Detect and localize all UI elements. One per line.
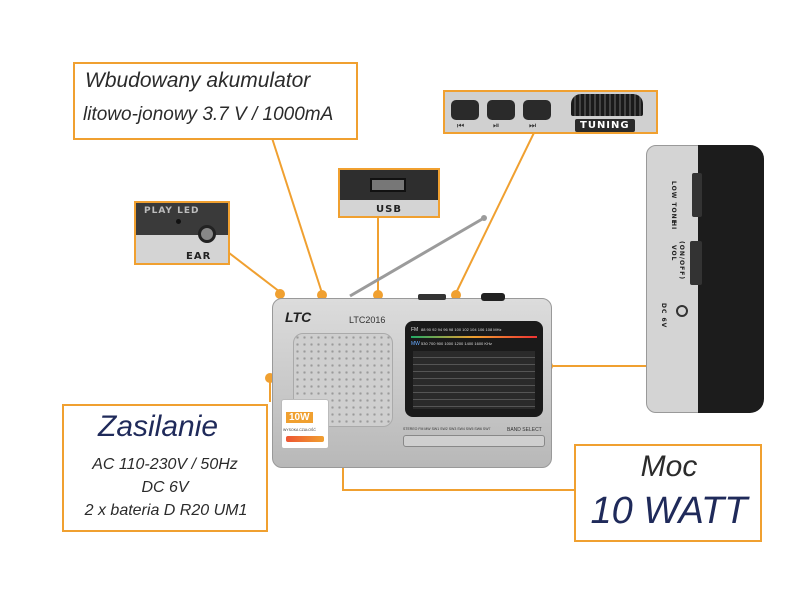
power-line1: AC 110-230V / 50Hz <box>92 456 238 473</box>
tuning-label: TUNING <box>575 119 635 132</box>
radio-body: LTC LTC2016 10W WYSOKA CZUŁOŚĆ FM 88 90 … <box>272 293 552 468</box>
volume-knob[interactable] <box>690 241 702 285</box>
top-knob <box>481 293 505 301</box>
battery-line2: litowo-jonowy 3.7 V / 1000mA <box>83 104 334 125</box>
brand-logo: LTC <box>285 309 312 325</box>
moc-value: 10 WATT <box>590 490 748 532</box>
battery-line1: Wbudowany akumulator <box>85 69 311 92</box>
power-line2: DC 6V <box>141 479 189 496</box>
speaker-grille <box>293 333 393 427</box>
next-icon: ⏭ <box>529 121 537 130</box>
vol-label: VOL <box>670 245 677 262</box>
prev-icon: ⏮ <box>457 121 465 130</box>
sw-scales <box>413 351 535 409</box>
power-callout: Zasilanie AC 110-230V / 50Hz DC 6V 2 x b… <box>62 404 268 532</box>
controls-detail: ⏮ ⏯ ⏭ TUNING <box>443 90 658 134</box>
usb-port-detail: USB <box>338 168 440 218</box>
tone-switch[interactable] <box>692 173 702 217</box>
power-output-callout: Moc 10 WATT <box>574 444 762 542</box>
play-button[interactable] <box>487 100 515 120</box>
mw-scale: 530 700 900 1000 1200 1400 1600 KHz <box>421 341 492 346</box>
band-select-slider[interactable] <box>403 435 545 447</box>
usb-label: USB <box>376 204 402 215</box>
prev-button[interactable] <box>451 100 479 120</box>
model-label: LTC2016 <box>349 315 386 325</box>
ear-jack-icon <box>198 225 216 243</box>
moc-title: Moc <box>640 450 698 483</box>
usb-port-icon <box>370 178 406 192</box>
ear-label: EAR <box>186 251 212 262</box>
mw-label: MW <box>411 341 420 347</box>
band-labels: STEREO FM MW SW1 SW2 SW3 SW4 SW5 SW6 SW7 <box>403 427 491 431</box>
play-led-label: PLAY LED <box>144 206 200 216</box>
band-select-label: BAND SELECT <box>507 427 542 433</box>
fm-label: FM <box>411 327 419 333</box>
play-pause-icon: ⏯ <box>493 121 500 130</box>
dc-jack-icon <box>676 305 688 317</box>
power-badge: 10W WYSOKA CZUŁOŚĆ <box>281 399 329 449</box>
play-led-indicator <box>176 219 181 224</box>
battery-callout: Wbudowany akumulator litowo-jonowy 3.7 V… <box>73 62 358 140</box>
dc6v-label: DC 6V <box>660 303 667 329</box>
fm-scale: 88 90 92 94 96 98 100 102 104 106 108 MH… <box>421 327 502 332</box>
ear-jack-detail: PLAY LED EAR <box>134 201 230 265</box>
next-button[interactable] <box>523 100 551 120</box>
tuning-dial: FM 88 90 92 94 96 98 100 102 104 106 108… <box>405 321 543 417</box>
power-line3: 2 x bateria D R20 UM1 <box>84 502 248 519</box>
badge-power-label: 10W <box>286 412 313 423</box>
low-tone-label: LOW TONE <box>670 181 677 225</box>
hi-label: HI <box>670 221 677 231</box>
tuning-wheel[interactable] <box>571 94 643 116</box>
badge-text: WYSOKA CZUŁOŚĆ <box>283 428 316 432</box>
side-view: LOW TONE HI VOL (ON/OFF) DC 6V <box>646 145 764 413</box>
power-title: Zasilanie <box>98 410 219 443</box>
on-off-label: (ON/OFF) <box>678 241 685 281</box>
